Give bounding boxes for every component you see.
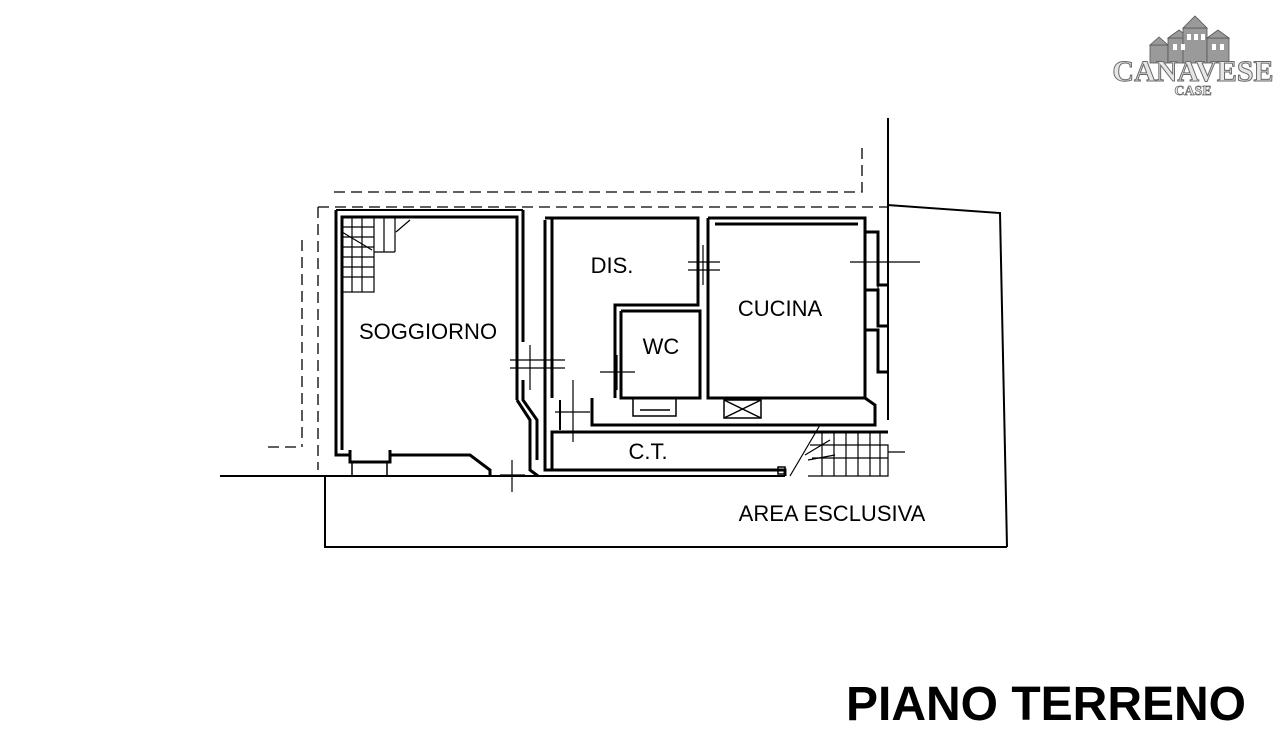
plan-title: PIANO TERRENO bbox=[846, 678, 1246, 731]
room-label-ct: C.T. bbox=[628, 439, 667, 464]
room-label-soggiorno: SOGGIORNO bbox=[359, 319, 497, 344]
room-label-dis: DIS. bbox=[591, 253, 634, 278]
room-label-wc: WC bbox=[643, 334, 680, 359]
walls bbox=[334, 209, 888, 478]
fixtures bbox=[351, 397, 786, 477]
room-label-cucina: CUCINA bbox=[738, 296, 823, 321]
room-label-area-esclusiva: AREA ESCLUSIVA bbox=[739, 501, 926, 526]
door-markers bbox=[500, 235, 920, 492]
logo-brand-text: CANAVESE bbox=[1112, 55, 1273, 88]
logo-sub-text: CASE bbox=[1174, 84, 1211, 99]
canavese-logo: CANAVESE CASE bbox=[1112, 15, 1274, 99]
stairs-soggiorno bbox=[341, 216, 411, 293]
property-boundary-dashed bbox=[268, 148, 888, 470]
site-lines bbox=[220, 118, 1008, 548]
stairs-exterior bbox=[789, 424, 905, 477]
